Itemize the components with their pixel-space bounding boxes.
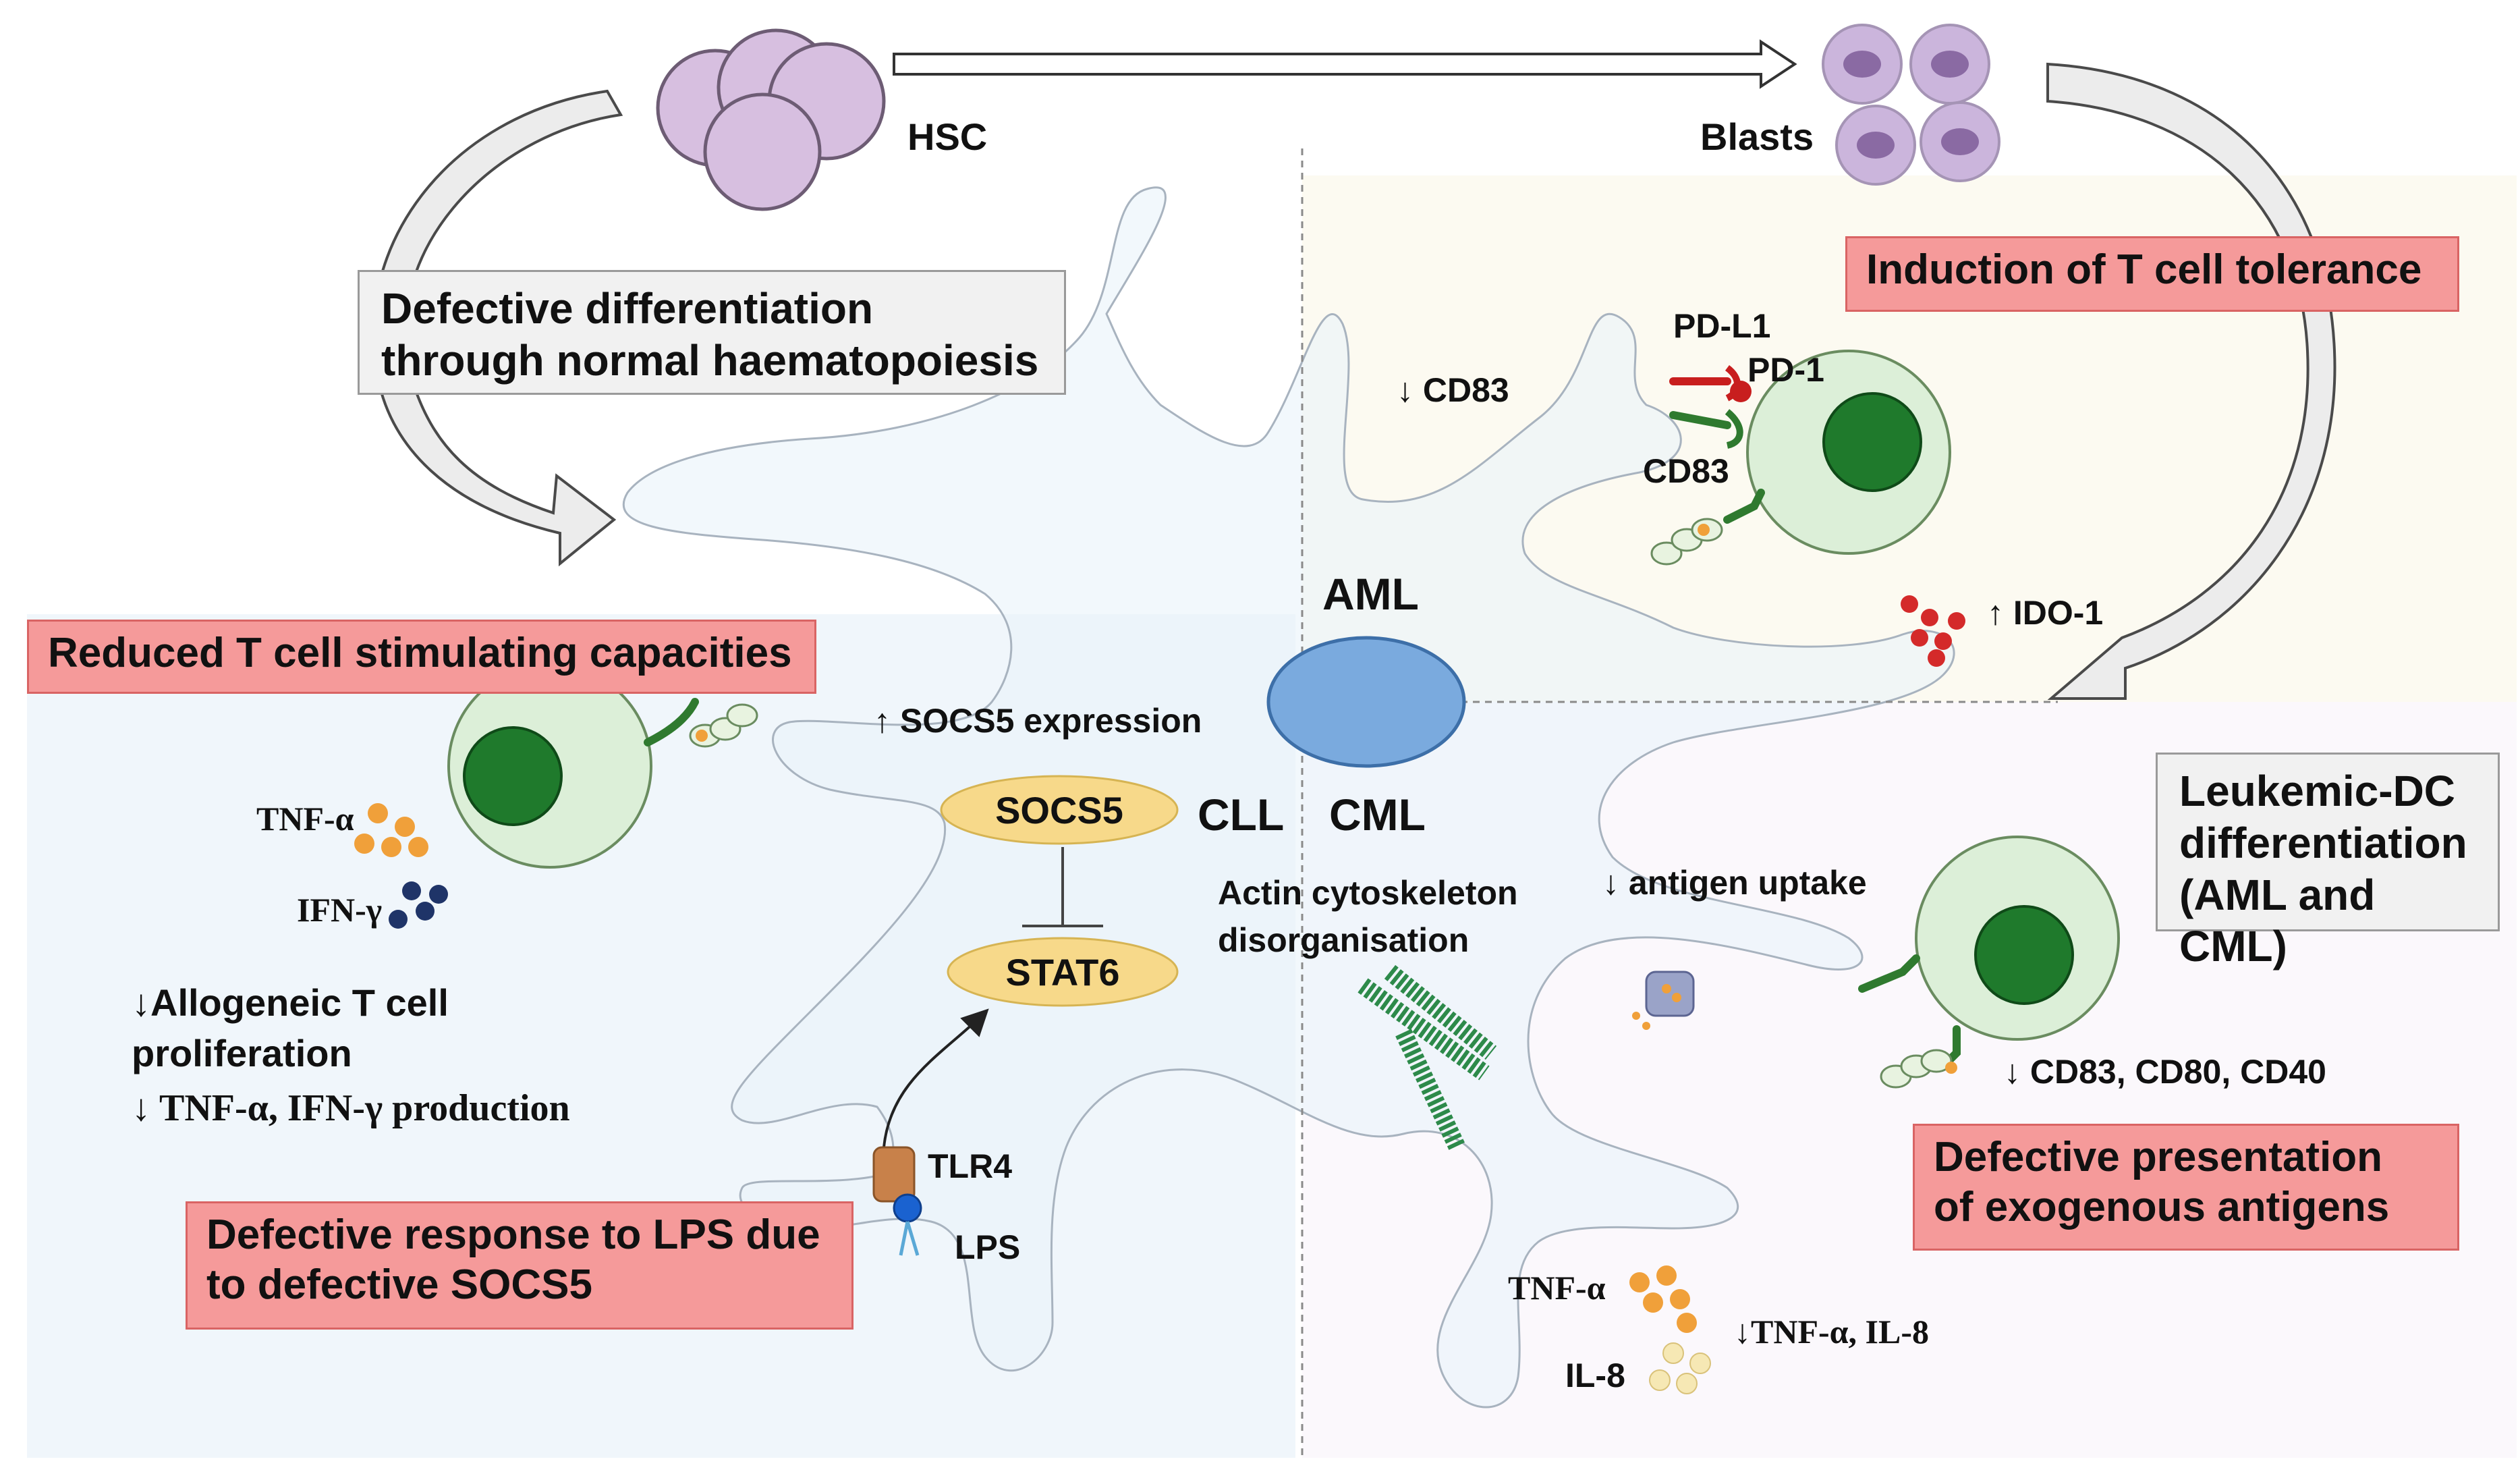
socs5-node bbox=[940, 775, 1179, 845]
cll-t-cell bbox=[447, 663, 652, 869]
cll-tnf-dots bbox=[354, 803, 428, 857]
antigen-vesicle-icon bbox=[1632, 971, 1695, 1030]
defective-differentiation-box: Defective differentiation through normal… bbox=[358, 270, 1066, 395]
lps-label: LPS bbox=[955, 1228, 1020, 1266]
ifn-gamma-cll-label: IFN-γ bbox=[297, 891, 382, 929]
tlr4-label: TLR4 bbox=[928, 1147, 1012, 1185]
antigen-uptake-label: ↓ antigen uptake bbox=[1602, 864, 1867, 902]
cml-t-cell bbox=[1915, 836, 2120, 1041]
cd83-label: CD83 bbox=[1643, 452, 1729, 490]
pdl1-pd1-receptors bbox=[1669, 365, 1752, 449]
blasts-label: Blasts bbox=[1700, 115, 1814, 158]
actin-line1: Actin cytoskeleton bbox=[1218, 874, 1518, 912]
cml-il8-dots bbox=[1649, 1342, 1711, 1394]
defective-lps-box: Defective response to LPS due to defecti… bbox=[186, 1201, 853, 1330]
cd83-down-label: ↓ CD83 bbox=[1397, 371, 1509, 409]
cml-tnf-dots bbox=[1629, 1265, 1697, 1333]
pdl1-label: PD-L1 bbox=[1673, 307, 1770, 345]
hsc-to-blasts-arrow bbox=[893, 39, 1797, 89]
hsc-label: HSC bbox=[907, 115, 987, 158]
actin-line2: disorganisation bbox=[1218, 921, 1469, 959]
socs5-expression-label: ↑ SOCS5 expression bbox=[874, 702, 1202, 740]
left-curved-arrow bbox=[372, 89, 623, 567]
cll-label: CLL bbox=[1198, 790, 1284, 840]
reduced-stimulating-box: Reduced T cell stimulating capacities bbox=[27, 620, 816, 694]
actin-filaments-icon bbox=[1357, 964, 1497, 1151]
tnf-alpha-cml-label: TNF-α bbox=[1508, 1269, 1606, 1307]
tlr4-receptor-icon bbox=[872, 1146, 922, 1256]
induction-tolerance-box: Induction of T cell tolerance bbox=[1845, 236, 2459, 312]
aml-t-cell bbox=[1746, 350, 1951, 555]
hsc-cells-icon bbox=[656, 28, 886, 211]
dc-nucleus bbox=[1266, 636, 1466, 768]
right-curved-arrow bbox=[2046, 62, 2336, 700]
cml-label: CML bbox=[1329, 790, 1426, 840]
aml-mhc-complex bbox=[1650, 489, 1765, 566]
costim-label: ↓ CD83, CD80, CD40 bbox=[2004, 1053, 2326, 1091]
pd1-label: PD-1 bbox=[1747, 351, 1824, 389]
production-label: ↓ TNF-α, IFN-γ production bbox=[132, 1087, 570, 1129]
dendritic-cell-outline bbox=[622, 186, 1955, 1409]
allogeneic-line1: ↓Allogeneic T cell bbox=[132, 981, 449, 1024]
defective-presentation-box: Defective presentation of exogenous anti… bbox=[1913, 1124, 2459, 1251]
tlr4-to-stat6-arrow bbox=[883, 1008, 989, 1148]
cll-mhc-complex bbox=[644, 698, 758, 748]
cml-receptors bbox=[1858, 954, 1961, 1089]
leukemic-dc-box: Leukemic-DC differentiation (AML and CML… bbox=[2156, 753, 2500, 971]
ido1-label: ↑ IDO-1 bbox=[1987, 594, 2103, 632]
allogeneic-line2: proliferation bbox=[132, 1032, 352, 1074]
stat6-label: STAT6 bbox=[1005, 951, 1119, 993]
stat6-node bbox=[947, 937, 1179, 1007]
tnf-il8-down-label: ↓TNF-α, IL-8 bbox=[1734, 1313, 1929, 1350]
socs5-label: SOCS5 bbox=[995, 789, 1123, 831]
aml-label: AML bbox=[1322, 569, 1419, 619]
il8-label: IL-8 bbox=[1565, 1357, 1625, 1394]
blast-cells-icon bbox=[1822, 24, 2000, 186]
cll-ifn-dots bbox=[389, 881, 448, 929]
ido1-dots bbox=[1901, 595, 1965, 667]
tnf-alpha-cll-label: TNF-α bbox=[256, 800, 354, 838]
